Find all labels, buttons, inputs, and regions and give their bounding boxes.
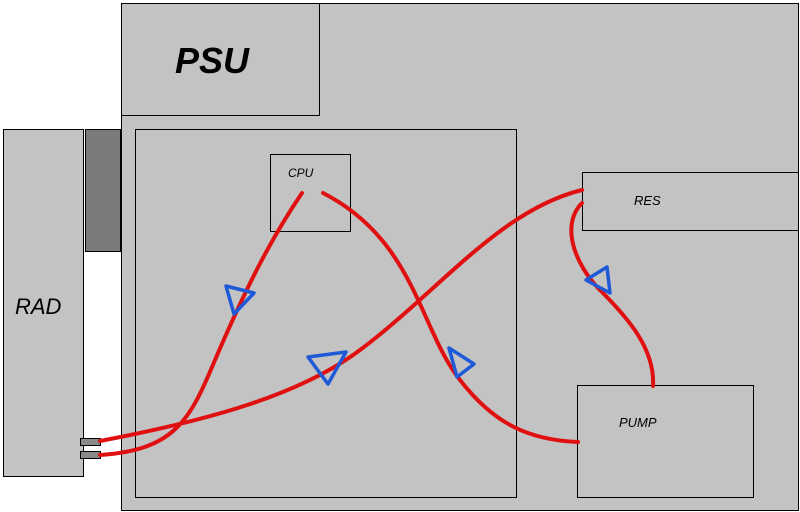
radiator-fan [85,129,121,252]
tube-cpu-to-rad [98,191,304,457]
radiator-label: RAD [15,294,62,319]
radiator-box [3,129,84,477]
flow-arrow-icon [224,284,256,316]
pump-box [577,385,754,498]
flow-arrow-icon [447,346,476,379]
radiator-fitting-top [80,438,101,446]
flow-arrow-icon [306,350,348,386]
reservoir-label: RES [634,193,661,208]
reservoir-box [582,172,799,231]
tube-res-to-pump [569,201,656,388]
pump-label: PUMP [619,415,657,430]
psu-box [121,3,320,116]
tube-cpu-to-pump [321,191,580,444]
radiator-fitting-bottom [80,451,101,459]
flow-arrow-icon [584,265,612,295]
psu-label: PSU [175,40,250,81]
tube-rad-to-res [98,188,584,443]
cpu-label: CPU [288,166,314,180]
